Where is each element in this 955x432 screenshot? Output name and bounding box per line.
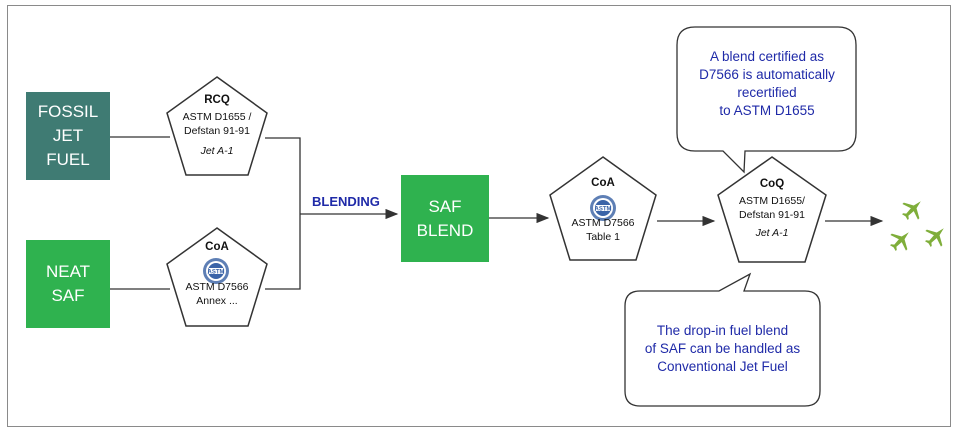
coq-title: CoQ (759, 178, 785, 190)
airplane-icon (920, 220, 952, 252)
coq-cert: CoQ ASTM D1655/ Defstan 91-91 Jet A-1 (720, 177, 824, 240)
saf-blend-box: SAF BLEND (401, 175, 489, 262)
coq-pentagon (717, 156, 827, 263)
coq-grade: Jet A-1 (755, 227, 789, 239)
merge-bracket (265, 137, 301, 290)
neat-saf-box: NEAT SAF (26, 240, 110, 328)
bottom-callout-bubble (624, 272, 821, 407)
fossil-jet-fuel-box: FOSSIL JET FUEL (26, 92, 110, 180)
rcq-title: RCQ (204, 94, 230, 106)
rcq-grade: Jet A-1 (200, 145, 234, 157)
rcq-cert: RCQ ASTM D1655 / Defstan 91-91 Jet A-1 (167, 93, 267, 158)
bottom-callout-text: The drop-in fuel blend of SAF can be han… (644, 323, 801, 374)
neat-saf-label: NEAT SAF (45, 262, 91, 305)
top-callout-text: A blend certified as D7566 is automatica… (699, 49, 835, 118)
fossil-jet-fuel-label: FOSSIL JET FUEL (37, 102, 99, 169)
coq-standards: ASTM D1655/ Defstan 91-91 (739, 195, 805, 221)
airplane-icon (885, 224, 917, 256)
rcq-pentagon (166, 76, 268, 176)
top-callout-bubble (676, 26, 857, 174)
coa-table1-standards: ASTM D7566 Table 1 (571, 217, 635, 243)
coa-annex-title: CoA (205, 241, 229, 253)
blending-label: BLENDING (312, 194, 380, 209)
coa-annex-cert: CoA ASTM D7566 Annex ... (167, 240, 267, 308)
airplane-icon (897, 193, 929, 225)
rcq-standards: ASTM D1655 / Defstan 91-91 (182, 111, 252, 137)
coa-annex-standards: ASTM D7566 Annex ... (185, 281, 249, 307)
coa-table1-title: CoA (591, 177, 615, 189)
coa-table1-cert: CoA ASTM D7566 Table 1 (552, 176, 654, 244)
saf-blend-label: SAF BLEND (416, 196, 474, 240)
